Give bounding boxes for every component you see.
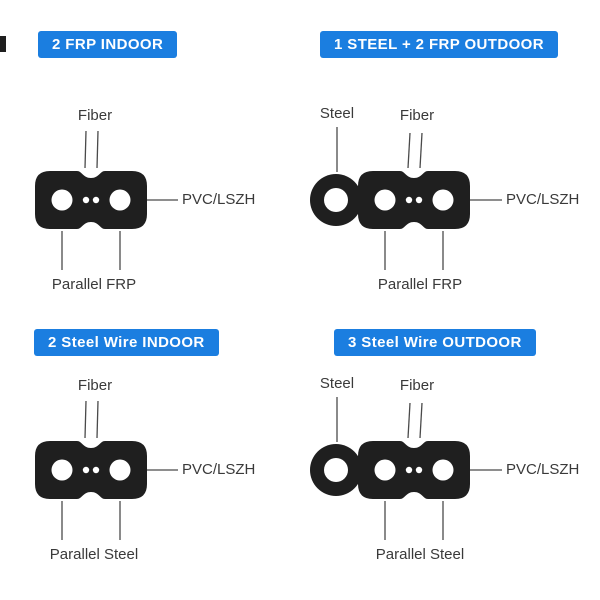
leader-lines-2steel-indoor: [61, 400, 178, 540]
label-fiber: Fiber: [77, 377, 113, 394]
label-fiber: Fiber: [399, 377, 435, 394]
cable-body-3steel-outdoor: [358, 441, 470, 499]
label-jacket: PVC/LSZH: [506, 461, 580, 478]
label-jacket: PVC/LSZH: [506, 191, 580, 208]
label-steel: Steel: [319, 105, 355, 122]
label-strength-member: Parallel FRP: [51, 276, 137, 293]
badge-1steel-2frp-outdoor: 1 STEEL + 2 FRP OUTDOOR: [320, 31, 558, 58]
label-jacket: PVC/LSZH: [182, 461, 256, 478]
left-edge-artifact: [0, 36, 6, 52]
steel-messenger-ring-outdoor-top: [310, 174, 362, 226]
label-jacket: PVC/LSZH: [182, 191, 256, 208]
steel-messenger-ring-outdoor-bottom: [310, 444, 362, 496]
badge-2steel-indoor: 2 Steel Wire INDOOR: [34, 329, 219, 356]
cable-body-2steel-indoor: [35, 441, 147, 499]
label-strength-member: Parallel Steel: [49, 546, 139, 563]
badge-3steel-outdoor: 3 Steel Wire OUTDOOR: [334, 329, 536, 356]
badge-2frp-indoor: 2 FRP INDOOR: [38, 31, 178, 58]
cable-body-1steel-2frp-outdoor: [358, 171, 470, 229]
leader-lines-1steel-2frp-outdoor: [336, 127, 502, 270]
label-steel: Steel: [319, 375, 355, 392]
leader-lines-3steel-outdoor: [336, 397, 502, 540]
leader-lines-2frp-indoor: [61, 130, 178, 270]
label-strength-member: Parallel FRP: [377, 276, 463, 293]
label-strength-member: Parallel Steel: [375, 546, 465, 563]
label-fiber: Fiber: [77, 107, 113, 124]
label-fiber: Fiber: [399, 107, 435, 124]
cable-body-2frp-indoor: [35, 171, 147, 229]
